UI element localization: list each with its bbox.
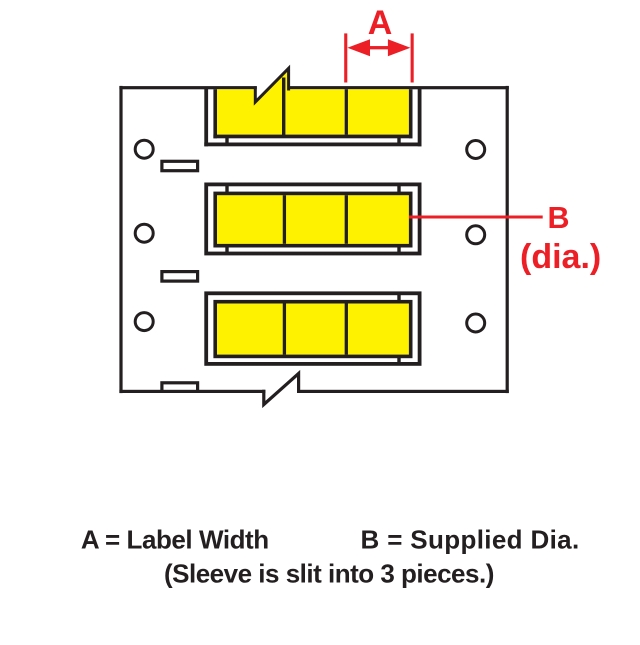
svg-text:(Sleeve is slit into 3 pieces.: (Sleeve is slit into 3 pieces.)	[164, 559, 494, 589]
svg-text:A: A	[368, 4, 393, 42]
svg-text:A = Label Width: A = Label Width	[81, 525, 269, 555]
svg-text:B: B	[548, 201, 570, 235]
svg-text:(dia.): (dia.)	[520, 238, 601, 276]
svg-text:B = Supplied Dia.: B = Supplied Dia.	[361, 525, 580, 555]
